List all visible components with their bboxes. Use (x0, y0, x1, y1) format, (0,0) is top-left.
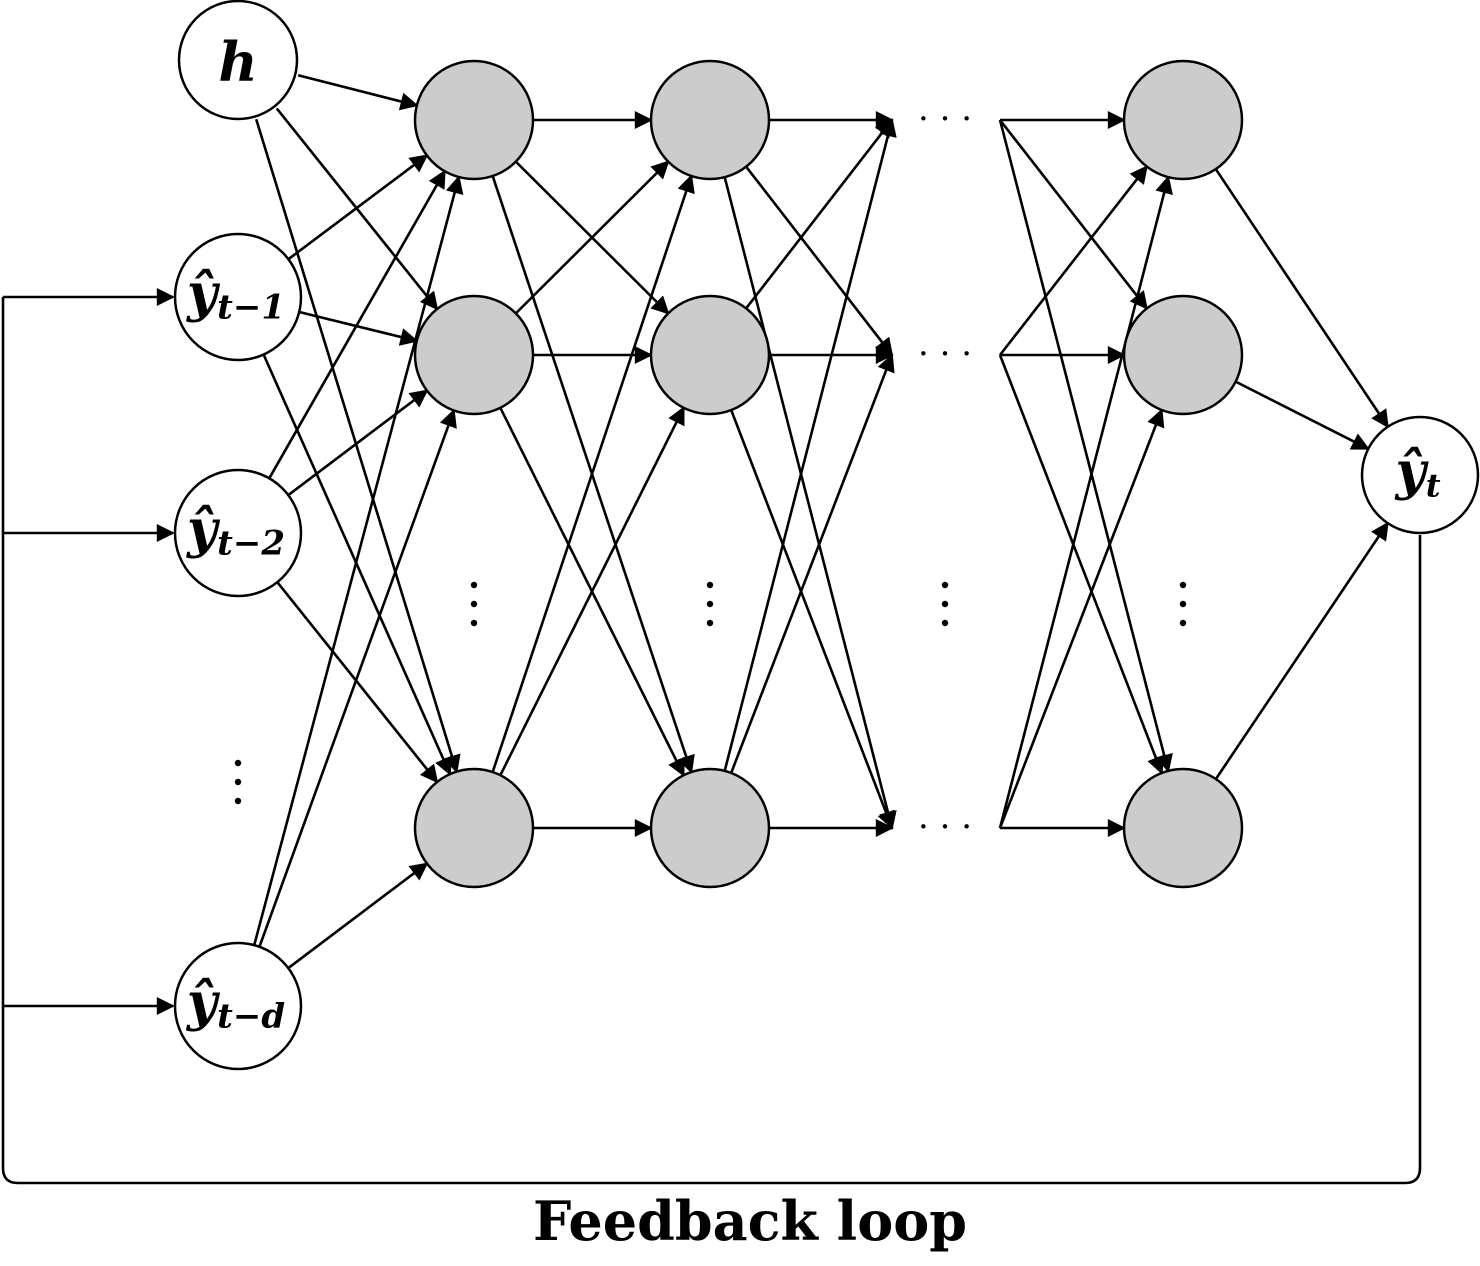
feedback-loop-path (1, 297, 1422, 1185)
node-label: ŷt (1395, 441, 1441, 505)
input-node-y-t-1: ŷt−1 (173, 232, 303, 362)
edge-y-t-2-to-h1-2 (286, 389, 429, 497)
edge-h-to-h1-1 (297, 74, 419, 111)
edge-l1-3-to-l2-2 (499, 406, 685, 776)
feedback-loop (1, 288, 1422, 1185)
node-label: ŷt−2 (186, 499, 285, 564)
ellipsis-marks: · · · · · · · · · (234, 99, 1187, 847)
edge-l3-3-to-l4-2 (998, 408, 1165, 829)
input-node-y-t-d: ŷt−d (173, 941, 303, 1071)
edge-y-t-1-to-h1-1 (286, 154, 429, 261)
edge-l2-2-to-l3-1 (745, 118, 894, 310)
hidden-node-l2-1 (649, 59, 771, 181)
network-nodes: h ŷt−1 ŷt−2 ŷt−d ŷt (173, 0, 1480, 1071)
node-label: h (218, 30, 257, 94)
edge-l3-2-to-l4-3 (998, 354, 1165, 775)
hidden-node-l2-3 (649, 767, 771, 889)
input-node-y-t-2: ŷt−2 (173, 468, 303, 598)
edge-l3-1-to-l4-2 (998, 119, 1148, 310)
edge-h-last-1-to-output (1214, 168, 1389, 429)
vertical-ellipsis-2 (470, 581, 478, 627)
edge-l2-2-to-l3-3 (729, 409, 895, 830)
vertical-ellipsis-4 (941, 581, 949, 627)
edge-h-last-3-to-output (1214, 521, 1389, 780)
vertical-ellipsis-5 (1179, 581, 1187, 627)
edge-h-last-2-to-output (1235, 380, 1370, 450)
vertical-ellipsis-3 (706, 581, 714, 627)
edge-h-to-h1-3 (254, 118, 461, 774)
node-label: ŷt−1 (186, 263, 285, 328)
edge-l2-1-to-l3-2 (745, 165, 894, 357)
connection-edges (252, 74, 1389, 970)
edge-y-t-2-to-h1-1 (267, 169, 446, 480)
edge-l3-2-to-l4-1 (998, 165, 1148, 356)
edge-y-t-d-to-h1-2 (257, 408, 457, 949)
edge-l1-2-to-l2-1 (514, 160, 670, 315)
hidden-node-l4-3 (1122, 767, 1244, 889)
edge-l2-3-to-l3-1 (723, 118, 897, 772)
input-node-circle (173, 941, 303, 1071)
edge-l2-1-to-l3-3 (723, 176, 897, 830)
hidden-node-l1-3 (413, 767, 535, 889)
input-node-circle (173, 232, 303, 362)
hidden-node-l1-1 (413, 59, 535, 181)
edge-l3-1-to-l4-3 (998, 119, 1173, 773)
feedback-loop-caption: Feedback loop (533, 1189, 967, 1253)
edge-l2-3-to-l3-2 (729, 353, 895, 774)
edge-l1-3-to-l2-1 (491, 174, 695, 773)
horizontal-ellipsis-3: · · · (918, 807, 972, 847)
edge-y-t-d-to-h1-3 (286, 862, 429, 970)
edge-l3-3-to-l4-1 (998, 175, 1173, 829)
input-node-h: h (177, 0, 299, 121)
vertical-ellipsis-1 (234, 759, 242, 805)
hidden-node-l4-2 (1122, 294, 1244, 416)
input-node-circle (173, 468, 303, 598)
horizontal-ellipsis-2: · · · (918, 334, 972, 374)
edge-y-t-d-to-h1-1 (252, 175, 464, 947)
output-node-y-t: ŷt (1360, 415, 1480, 535)
output-node-circle (1360, 415, 1480, 535)
hidden-node-l2-2 (649, 294, 771, 416)
hidden-node-l4-1 (1122, 59, 1244, 181)
node-label: ŷt−d (186, 972, 285, 1037)
hidden-node-l1-2 (413, 294, 535, 416)
input-node-circle (177, 0, 299, 121)
horizontal-ellipsis-1: · · · (918, 99, 972, 139)
